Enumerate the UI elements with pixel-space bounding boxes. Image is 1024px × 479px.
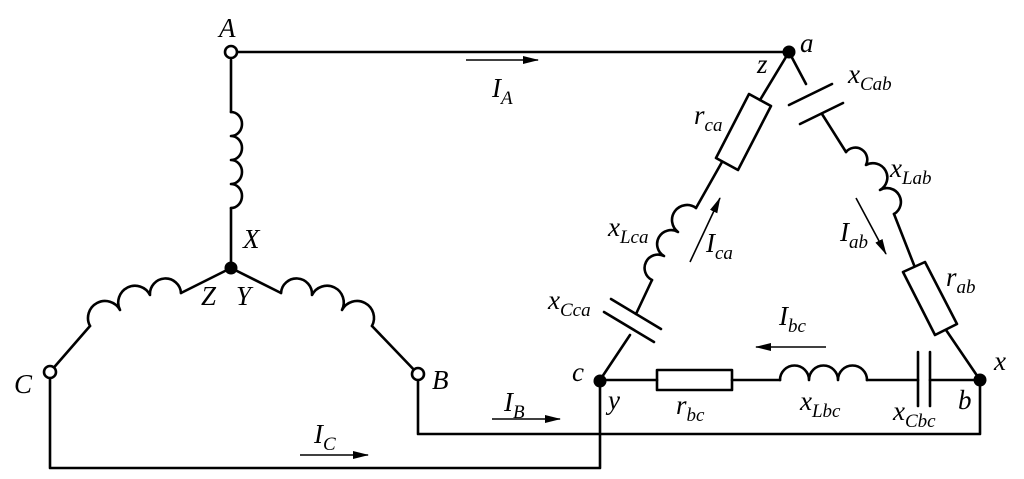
label-delta-y: y	[605, 385, 620, 415]
coil-a-icon	[229, 110, 244, 210]
delta-node-a	[782, 45, 796, 59]
star-source	[48, 58, 420, 376]
wire-ca-2	[634, 278, 654, 316]
label-star-y: Y	[236, 281, 254, 311]
wire-c-lower	[48, 324, 92, 374]
label-current-ia: IA	[491, 73, 513, 109]
resistor-bc-icon	[655, 368, 734, 392]
line-b	[416, 372, 982, 436]
label-current-ib: IB	[503, 387, 525, 423]
wire-ab-4	[944, 328, 982, 382]
arrow-iab-icon	[855, 197, 887, 255]
terminal-c	[42, 364, 58, 380]
label-xlab: xLab	[889, 153, 932, 189]
delta-node-b	[973, 373, 987, 387]
label-current-ica: Ica	[705, 228, 733, 264]
label-xlbc: xLbc	[799, 386, 841, 422]
wire-b-lower	[370, 324, 420, 376]
label-current-ibc: Ibc	[778, 301, 807, 337]
wire-c-upper	[179, 266, 233, 295]
label-star-z: Z	[201, 281, 217, 311]
label-c: C	[14, 369, 33, 399]
delta-node-c	[593, 374, 607, 388]
line-c	[48, 370, 602, 470]
wire-ab-3	[892, 212, 916, 267]
label-delta-x: x	[993, 346, 1006, 376]
label-a: A	[217, 13, 236, 43]
resistor-ab-icon	[901, 260, 959, 337]
label-delta-a: a	[800, 28, 814, 58]
label-delta-c: c	[572, 357, 584, 387]
wire-ca-3	[694, 160, 724, 210]
label-delta-z: z	[756, 49, 768, 79]
label-current-ic: IC	[313, 419, 336, 455]
label-star-x: X	[242, 224, 261, 254]
wire-ab-2	[820, 112, 848, 154]
label-xcca: xCca	[547, 285, 591, 321]
label-current-iab: Iab	[839, 217, 868, 253]
wire-ca-1	[598, 333, 632, 382]
star-neutral-node	[224, 261, 238, 275]
label-rab: rab	[946, 262, 976, 298]
wire-ca-4	[758, 50, 791, 102]
label-rbc: rbc	[676, 390, 705, 426]
arrow-ica-icon	[689, 197, 721, 263]
delta-load	[598, 50, 982, 408]
resistor-ca-icon	[714, 92, 773, 172]
label-rca: rca	[694, 100, 722, 136]
label-delta-b: b	[958, 385, 972, 415]
capacitor-ca-plate1-icon	[602, 310, 656, 344]
coil-bc-icon	[778, 364, 869, 382]
label-xcbc: xCbc	[892, 396, 936, 432]
coil-ca-icon	[643, 203, 698, 282]
capacitor-ab-plate1-icon	[787, 82, 834, 107]
coil-ab-icon	[844, 146, 903, 216]
terminal-b	[410, 366, 426, 382]
label-b: B	[432, 365, 449, 395]
label-xcab: xCab	[847, 59, 892, 95]
wire-b-upper	[229, 266, 283, 295]
coil-c-icon	[86, 277, 183, 328]
coil-b-icon	[279, 277, 376, 328]
terminal-a	[223, 44, 239, 60]
label-xlca: xLca	[607, 212, 648, 248]
